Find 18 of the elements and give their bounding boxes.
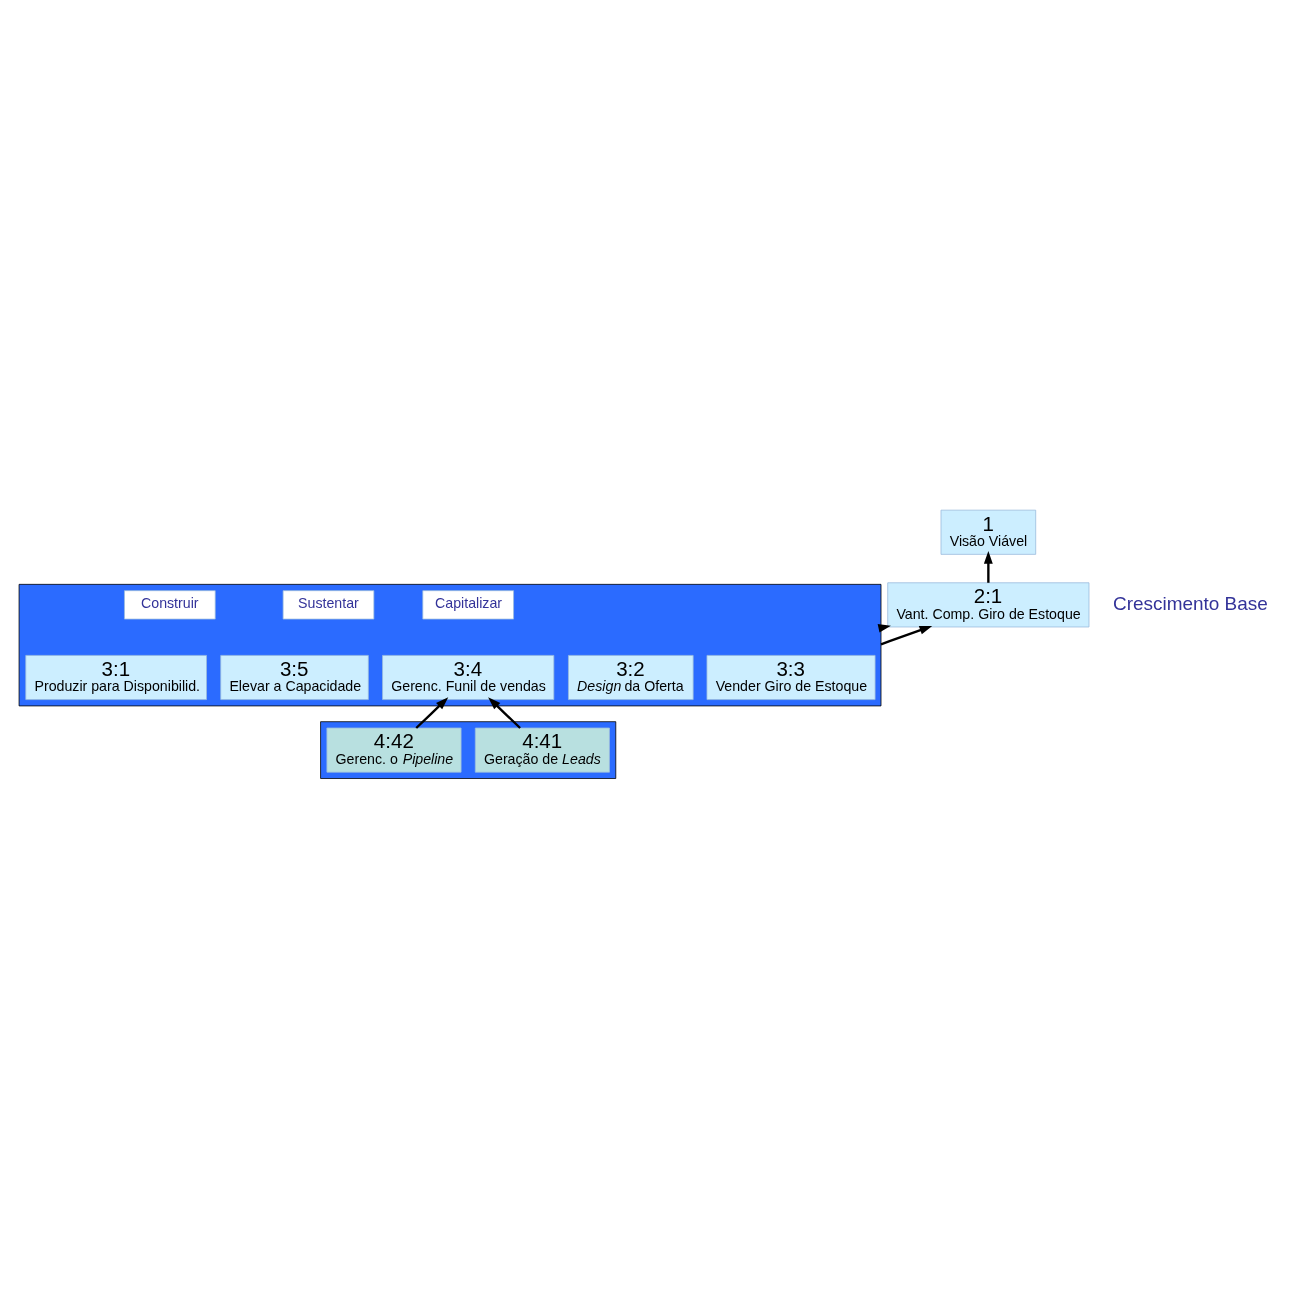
arrow (488, 697, 521, 729)
node-box: 4:41 Geração de Leads (474, 727, 610, 773)
arrow (415, 697, 449, 729)
cluster (320, 721, 617, 779)
node-box: 4:42 Gerenc. o Pipeline (326, 727, 462, 773)
node-box: Sustentar (282, 590, 375, 620)
arrow (983, 551, 993, 583)
node-box: 3:2 Design da Oferta (568, 655, 694, 700)
node-box: 2:1 Vant. Comp. Giro de Estoque (887, 582, 1090, 628)
node-box: 3:5 Elevar a Capacidade (220, 655, 369, 700)
node-box: Capitalizar (422, 590, 514, 620)
node-box: 3:1 Produzir para Disponibilid. (25, 655, 207, 700)
node-box: Construir (124, 590, 216, 620)
node-box: 3:4 Gerenc. Funil de vendas (382, 655, 555, 700)
node-box: 1 Visão Viável (940, 509, 1037, 555)
label: Crescimento Base (1113, 592, 1268, 614)
node-box: 3:3 Vender Giro de Estoque (706, 655, 876, 700)
cluster (18, 583, 882, 707)
